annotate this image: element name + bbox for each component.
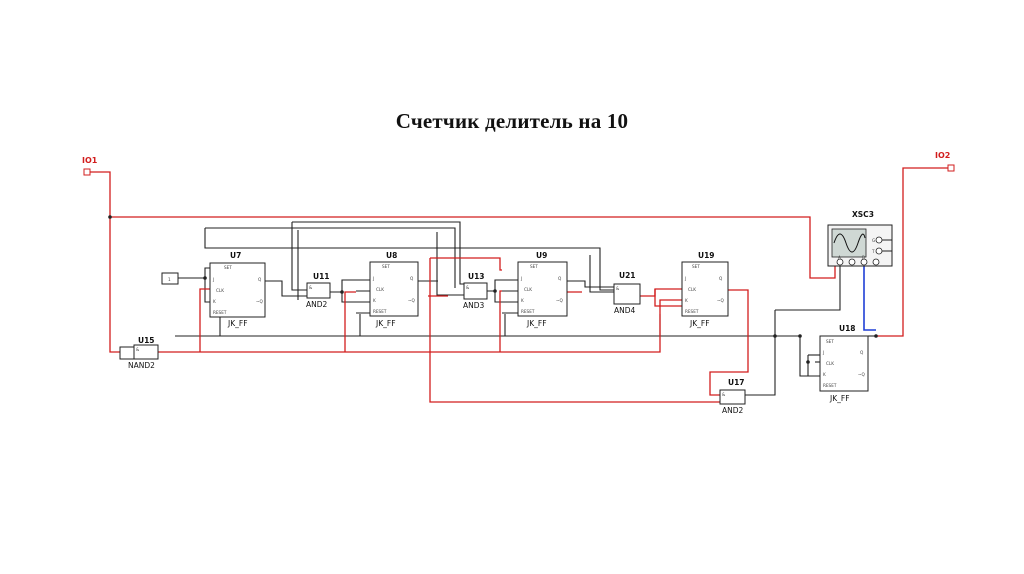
svg-text:JK_FF: JK_FF: [227, 319, 248, 328]
svg-text:RESET: RESET: [373, 309, 387, 314]
svg-text:U13: U13: [468, 272, 485, 281]
scope-side-leads: [882, 239, 892, 252]
svg-text:CLK: CLK: [826, 361, 834, 366]
svg-text:B: B: [862, 255, 865, 260]
svg-text:&: &: [722, 392, 726, 397]
svg-text:AND3: AND3: [463, 301, 485, 310]
svg-text:Q: Q: [860, 350, 864, 355]
svg-text:~Q: ~Q: [408, 298, 416, 303]
svg-text:JK_FF: JK_FF: [526, 319, 547, 328]
svg-text:G: G: [872, 238, 875, 243]
svg-text:Q: Q: [410, 276, 414, 281]
svg-text:K: K: [373, 298, 376, 303]
svg-text:U15: U15: [138, 336, 155, 345]
svg-text:U7: U7: [230, 251, 241, 260]
blue-probe-wire: [863, 266, 876, 331]
svg-text:CLK: CLK: [688, 287, 696, 292]
svg-text:K: K: [685, 298, 688, 303]
svg-text:J: J: [822, 350, 824, 355]
svg-text:~Q: ~Q: [256, 299, 264, 304]
svg-text:~Q: ~Q: [858, 372, 866, 377]
svg-text:1: 1: [168, 277, 171, 282]
svg-text:&: &: [466, 285, 470, 290]
black-wires: [175, 221, 876, 396]
svg-text:CLK: CLK: [216, 288, 224, 293]
svg-text:&: &: [309, 285, 313, 290]
svg-text:CLK: CLK: [524, 287, 532, 292]
svg-text:~Q: ~Q: [556, 298, 564, 303]
svg-text:U9: U9: [536, 251, 547, 260]
svg-text:RESET: RESET: [823, 383, 837, 388]
svg-text:AND2: AND2: [306, 300, 328, 309]
svg-text:U18: U18: [839, 324, 856, 333]
svg-text:RESET: RESET: [213, 310, 227, 315]
svg-text:~Q: ~Q: [717, 298, 725, 303]
scope-waveform-icon: [833, 233, 866, 253]
svg-text:RESET: RESET: [685, 309, 699, 314]
svg-text:J: J: [684, 276, 686, 281]
svg-text:SET: SET: [692, 264, 700, 269]
flipflop-u18[interactable]: U18 SET J CLK K RESET Q ~Q JK_FF: [819, 324, 869, 403]
svg-text:U17: U17: [728, 378, 745, 387]
svg-text:SET: SET: [530, 264, 538, 269]
gate-u21-and4[interactable]: U21 & AND4: [613, 271, 641, 315]
svg-text:J: J: [372, 276, 374, 281]
svg-text:SET: SET: [382, 264, 390, 269]
gate-u17-and2[interactable]: U17 & AND2: [719, 378, 746, 415]
svg-text:K: K: [823, 372, 826, 377]
svg-text:SET: SET: [224, 265, 232, 270]
red-wires: [90, 167, 948, 403]
svg-text:T: T: [871, 249, 875, 254]
svg-text:Q: Q: [558, 276, 562, 281]
svg-text:K: K: [213, 299, 216, 304]
logic-source[interactable]: 1: [161, 272, 179, 285]
flipflop-u7[interactable]: U7 SET J CLK K RESET Q ~Q JK_FF: [209, 251, 266, 328]
svg-text:A: A: [838, 255, 841, 260]
svg-text:JK_FF: JK_FF: [689, 319, 710, 328]
gate-u13-and3[interactable]: U13 & AND3: [463, 272, 488, 310]
oscilloscope-xsc3[interactable]: XSC3 G T A B: [827, 210, 893, 267]
svg-text:Q: Q: [258, 277, 262, 282]
svg-text:JK_FF: JK_FF: [375, 319, 396, 328]
svg-text:IO1: IO1: [82, 156, 98, 165]
flipflop-u8[interactable]: U8 SET J CLK K RESET Q ~Q JK_FF: [369, 251, 419, 328]
svg-text:U21: U21: [619, 271, 636, 280]
svg-text:AND2: AND2: [722, 406, 744, 415]
svg-text:&: &: [616, 286, 620, 291]
svg-text:J: J: [520, 276, 522, 281]
svg-text:U8: U8: [386, 251, 397, 260]
page-title: Счетчик делитель на 10: [395, 109, 629, 133]
svg-text:XSC3: XSC3: [852, 210, 874, 219]
svg-text:Q: Q: [719, 276, 723, 281]
svg-text:&: &: [136, 347, 140, 352]
svg-text:JK_FF: JK_FF: [829, 394, 850, 403]
svg-text:U11: U11: [313, 272, 330, 281]
u9-input-stubs: [502, 279, 518, 314]
gate-u15-nand2[interactable]: U15 & NAND2: [119, 336, 159, 370]
svg-text:IO2: IO2: [935, 151, 950, 160]
svg-text:AND4: AND4: [614, 306, 636, 315]
svg-text:RESET: RESET: [521, 309, 535, 314]
u8-input-stubs: [356, 279, 370, 314]
io2-port[interactable]: IO2: [935, 151, 955, 172]
scope-screen: [831, 228, 867, 258]
svg-text:J: J: [212, 277, 214, 282]
svg-text:K: K: [521, 298, 524, 303]
svg-text:CLK: CLK: [376, 287, 384, 292]
gate-u11-and2[interactable]: U11 & AND2: [306, 272, 331, 309]
svg-text:SET: SET: [826, 339, 834, 344]
flipflop-u19[interactable]: U19 SET J CLK K RESET Q ~Q JK_FF: [681, 251, 729, 328]
junctions: [108, 215, 878, 364]
flipflop-u9[interactable]: U9 SET J CLK K RESET Q ~Q JK_FF: [517, 251, 568, 328]
io1-port[interactable]: IO1: [82, 156, 98, 176]
svg-text:NAND2: NAND2: [128, 361, 155, 370]
svg-text:U19: U19: [698, 251, 715, 260]
